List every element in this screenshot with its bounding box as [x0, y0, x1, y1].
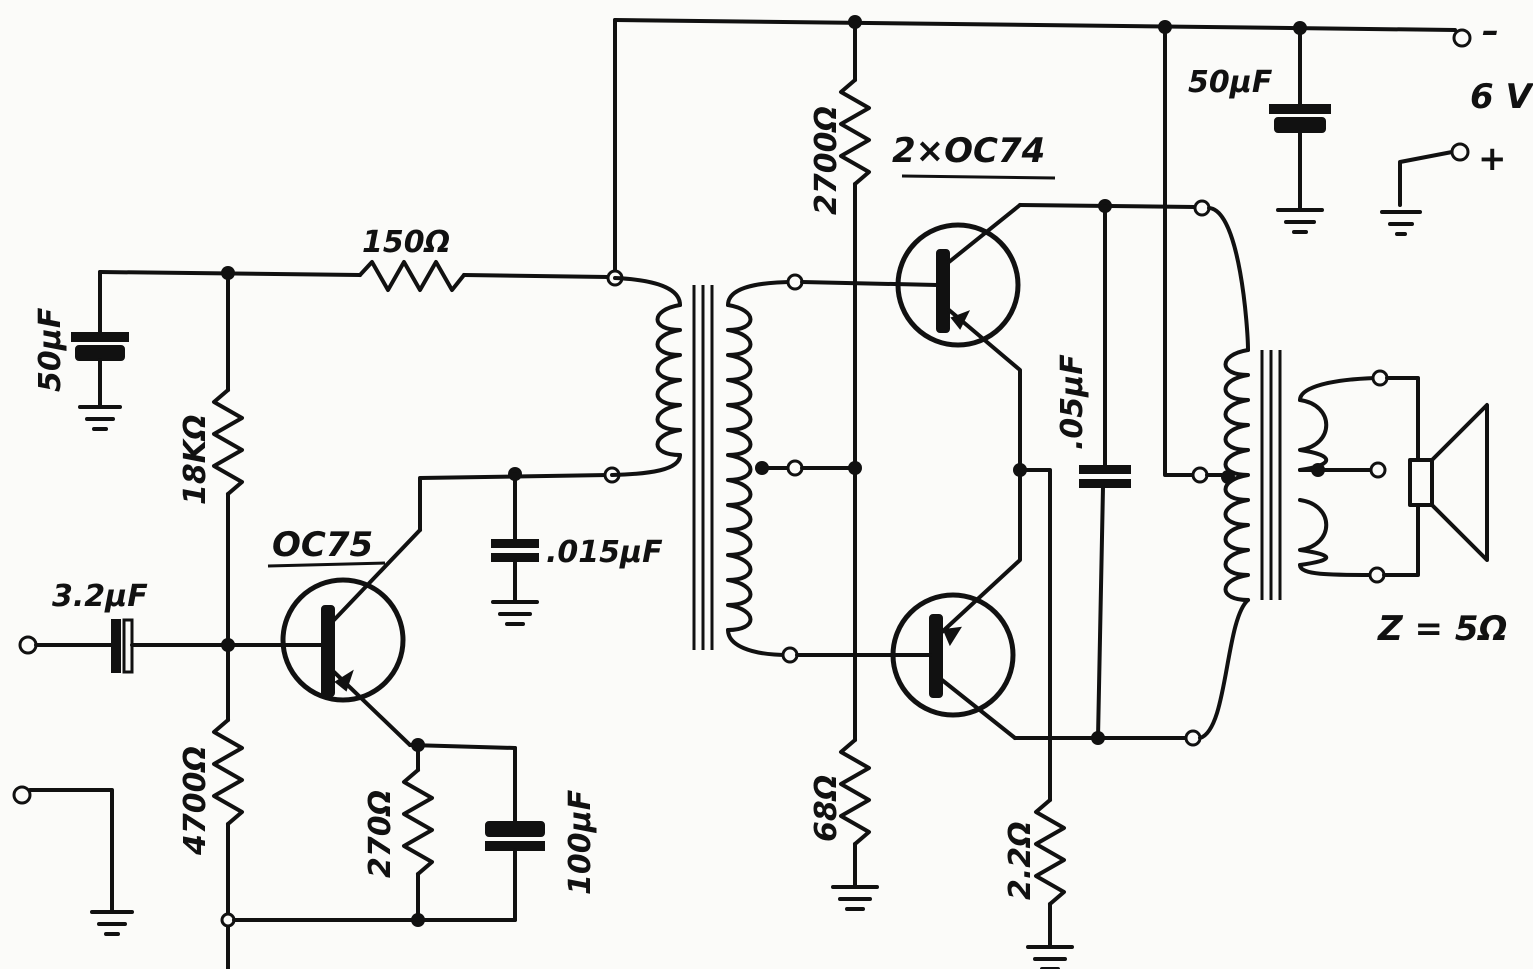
resistor-18k-label: 18KΩ: [178, 415, 213, 506]
supply-voltage-label: 6 V: [1470, 77, 1533, 117]
capacitor-100uf-label: 100µF: [563, 789, 598, 895]
transistor-oc74-lower: [795, 468, 1022, 740]
resistor-150-label: 150Ω: [362, 225, 450, 260]
capacitor-3-2uf-label: 3.2µF: [52, 579, 148, 614]
capacitor-50uf-right: [1269, 23, 1331, 234]
capacitor-50uf-left-label: 50µF: [33, 307, 68, 392]
capacitor-50uf-right-label: 50µF: [1188, 65, 1273, 100]
driver-transformer: [610, 276, 797, 657]
capacitor-015uf: [491, 472, 539, 626]
resistor-18k: [212, 388, 244, 496]
positive-supply-terminal[interactable]: [1450, 142, 1470, 162]
resistor-4700: [212, 718, 244, 826]
resistor-150: [358, 260, 466, 292]
input-terminal-ground[interactable]: [12, 785, 32, 805]
transistor-oc75-label: OC75: [272, 525, 373, 565]
transistor-oc75: [278, 528, 422, 747]
resistor-2700: [839, 78, 871, 186]
speaker-icon: [1408, 403, 1489, 562]
capacitor-100uf: [485, 746, 545, 922]
resistor-2-2: [1034, 798, 1066, 906]
resistor-270-label: 270Ω: [363, 790, 398, 878]
capacitor-05uf: [1079, 204, 1131, 740]
capacitor-015uf-label: .015µF: [546, 535, 663, 570]
negative-supply-terminal[interactable]: [1452, 28, 1472, 48]
resistor-4700-label: 4700Ω: [178, 746, 213, 856]
capacitor-50uf-left: [71, 332, 129, 361]
capacitor-3-2uf: [111, 618, 134, 674]
negative-supply-rail: [613, 18, 1457, 280]
input-terminal-signal[interactable]: [18, 635, 38, 655]
speaker-impedance-label: Z = 5Ω: [1377, 609, 1507, 649]
resistor-68: [839, 738, 871, 846]
transistor-oc74-upper: [800, 203, 1022, 472]
positive-sign: +: [1478, 139, 1507, 179]
resistor-2-2-label: 2.2Ω: [1003, 821, 1038, 900]
resistor-270: [402, 768, 434, 876]
transistor-pair-label: 2×OC74: [892, 131, 1045, 171]
negative-sign: –: [1482, 11, 1499, 51]
resistor-68-label: 68Ω: [809, 775, 844, 842]
positive-supply-lead: [1380, 150, 1454, 236]
capacitor-05uf-label: .05µF: [1055, 354, 1090, 450]
resistor-2700-label: 2700Ω: [809, 106, 844, 215]
